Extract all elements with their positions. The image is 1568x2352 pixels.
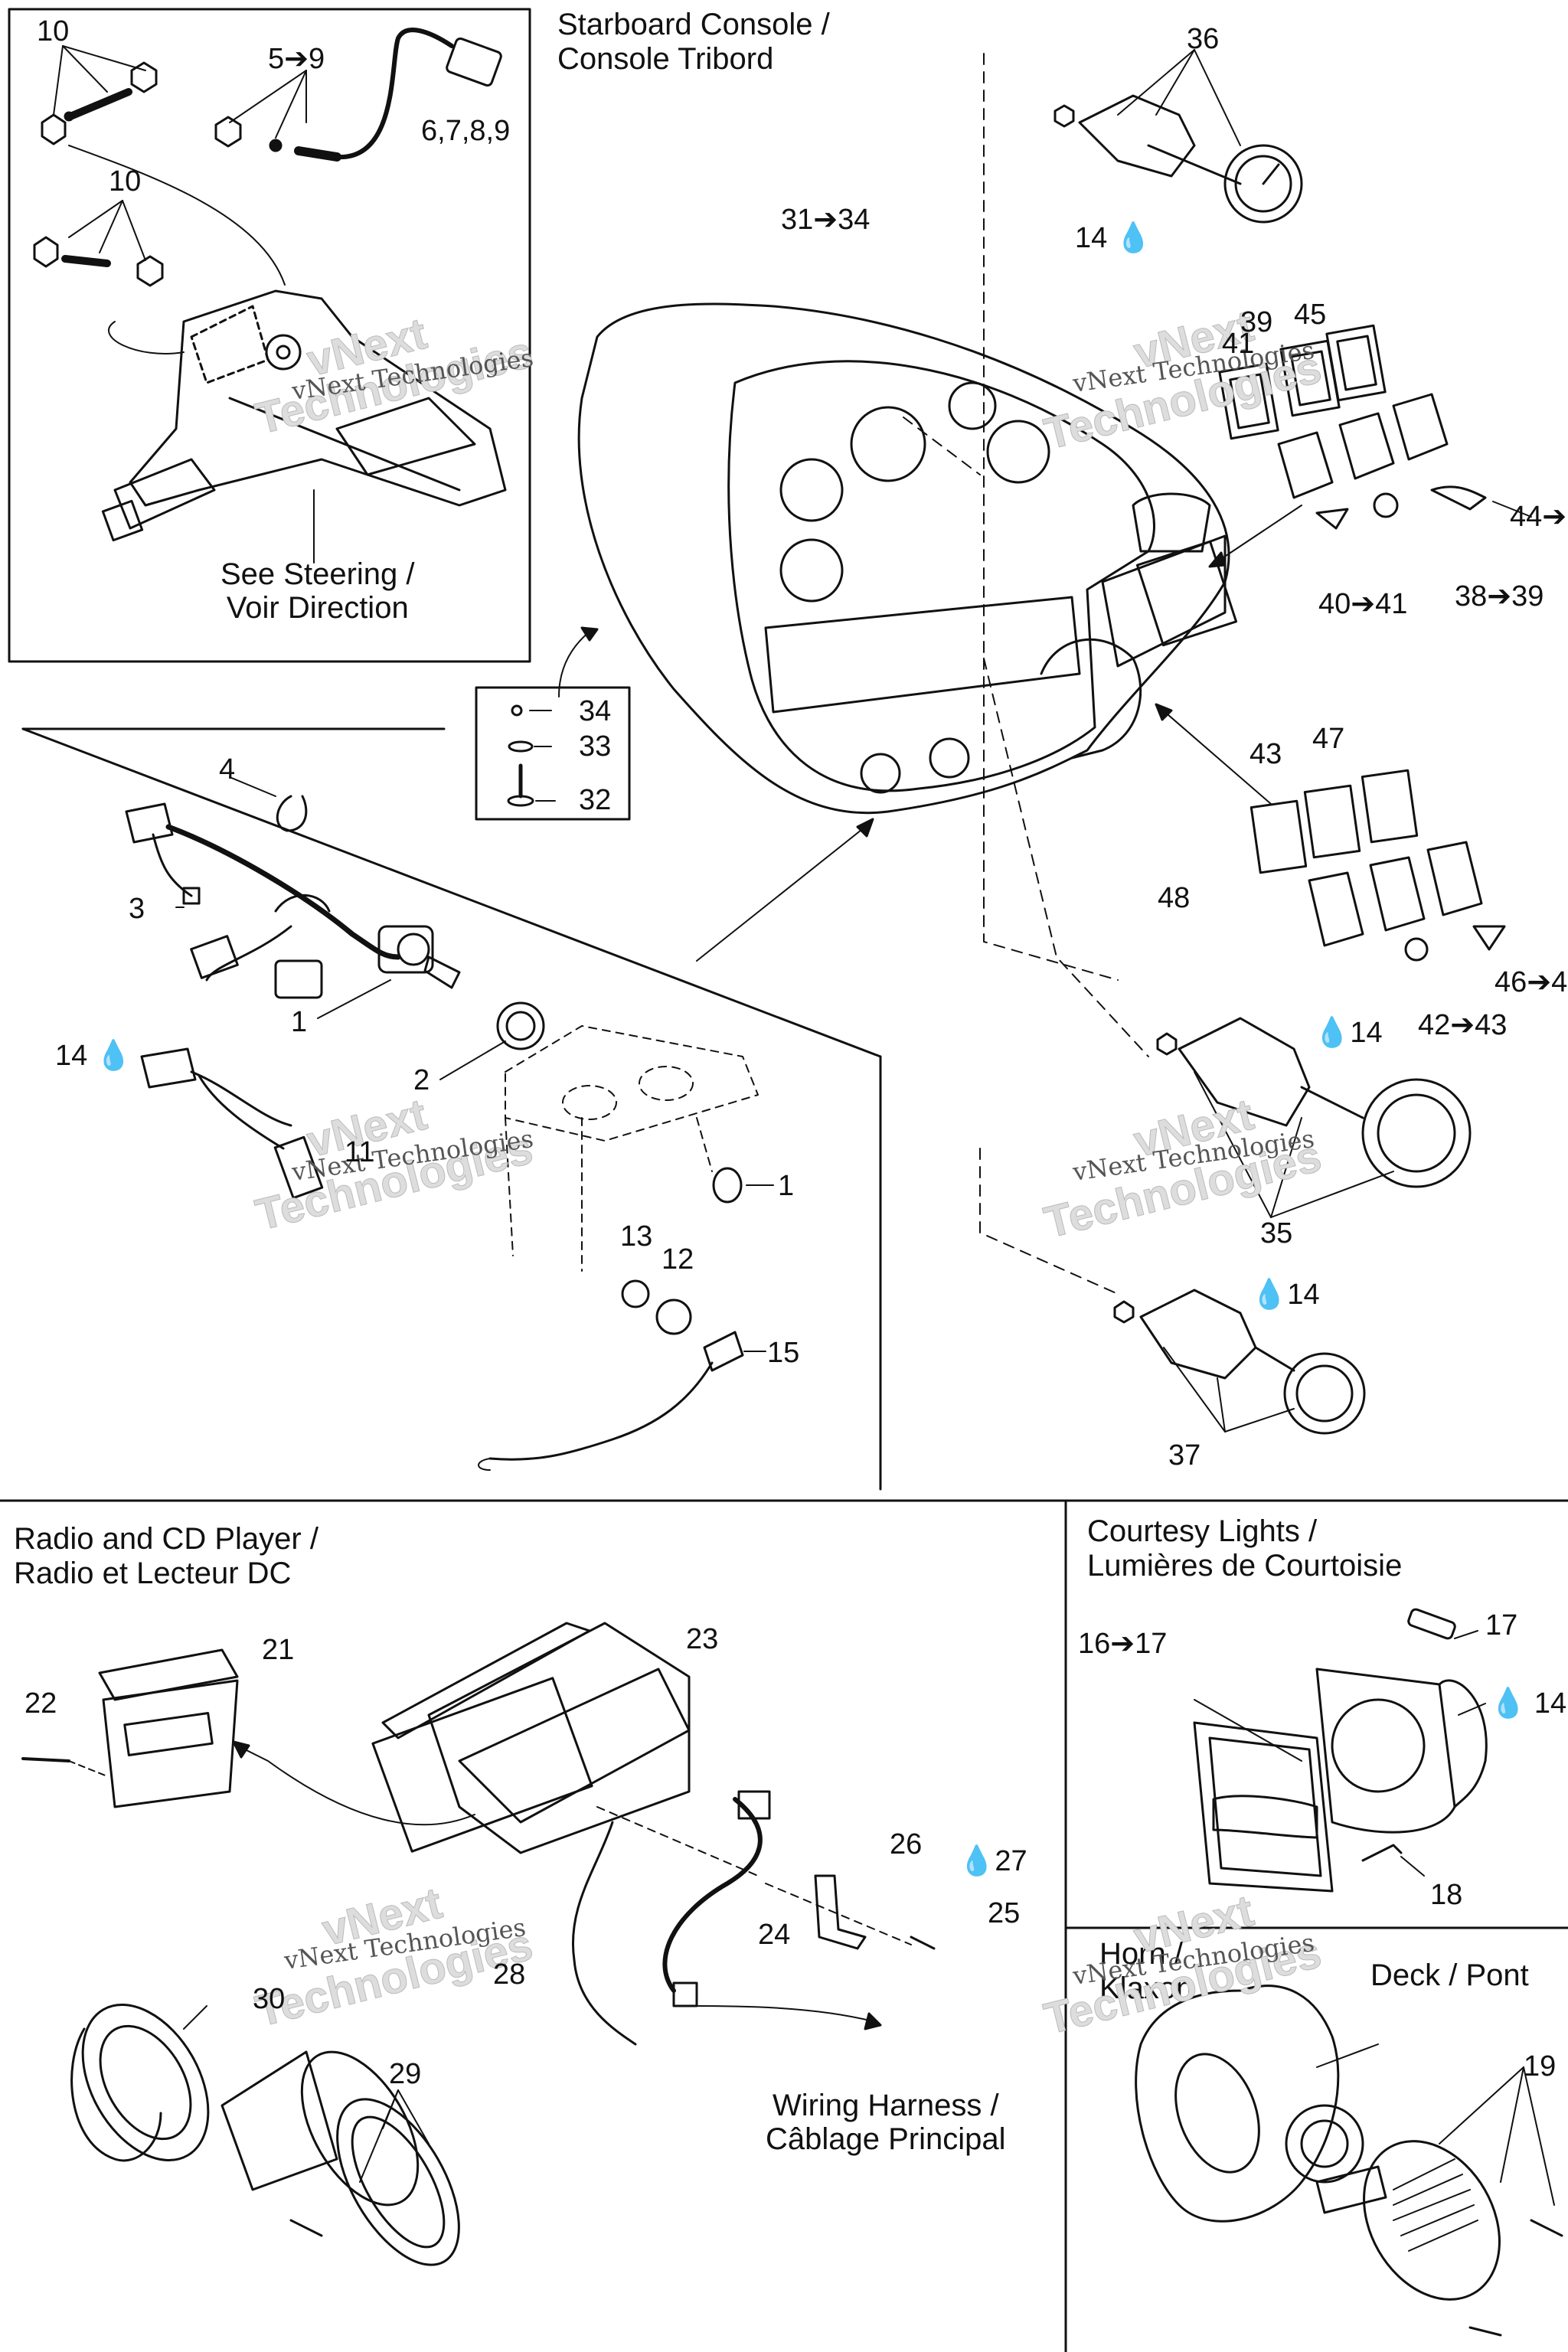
callout-34: 34 [579,695,612,727]
note-line: Voir Direction [226,591,409,625]
callout-32: 32 [579,784,612,816]
section-title-line: Console Tribord [557,41,774,76]
callout-14: 💧 14 [1490,1687,1567,1720]
wiring-harness-note: Wiring Harness / Câblage Principal [766,2089,1006,2156]
section-divider-lines [0,727,1568,2352]
callout-36: 36 [1187,23,1220,55]
section-title-radio-cd: Radio and CD Player / Radio et Lecteur D… [14,1522,318,1591]
callout-14: 14 💧 [55,1040,132,1072]
callout-4: 4 [219,753,236,786]
gauge-37-drawing [1113,1289,1366,1435]
callout-29: 29 [389,2058,422,2090]
callout-44: 44➔ [1510,501,1567,533]
callout-17: 17 [1485,1609,1518,1642]
oil-drop-icon: 💧 [959,1845,995,1877]
callout-31-34: 31➔34 [781,204,871,236]
callout-1: 1 [778,1170,795,1202]
radio-cd-drawing [21,1622,936,2266]
courtesy-light-drawing [1193,1608,1488,1893]
oil-drop-icon: 💧 [95,1040,132,1072]
callout-48: 48 [1158,882,1191,914]
console-shell-drawing [558,53,1238,1295]
callout-10: 10 [109,165,142,198]
callout-25: 25 [988,1897,1021,1929]
switch-panel-lower-drawing [1155,703,1506,962]
callout-6-7-8-9: 6,7,8,9 [421,115,511,147]
oil-drop-icon: 💧 [1314,1017,1351,1049]
callout-40-41: 40➔41 [1318,588,1408,620]
callout-12: 12 [662,1243,694,1276]
see-steering-note: See Steering / Voir Direction [220,557,415,625]
callout-33: 33 [579,730,612,763]
section-title-line: Klaxon [1099,1971,1194,2005]
callout-21: 21 [262,1634,295,1666]
note-line: Wiring Harness / [772,2089,999,2122]
callout-5-9: 5➔9 [268,43,325,75]
callout-26: 26 [890,1828,923,1860]
callout-45: 45 [1294,299,1327,331]
callout-10: 10 [37,15,70,47]
callout-24: 24 [758,1919,791,1951]
callout-15: 15 [767,1337,800,1369]
section-title-horn: Horn / Klaxon [1099,1937,1193,2006]
callout-14: 💧14 [1251,1279,1320,1311]
note-line: See Steering / [220,557,415,591]
callout-3: 3 [129,893,145,925]
callout-16-17: 16➔17 [1078,1628,1168,1660]
oil-drop-icon: 💧 [1490,1687,1527,1720]
deck-note: Deck / Pont [1370,1958,1529,1992]
steering-inset-frame [8,8,531,663]
gauge-36-drawing [1054,49,1303,224]
callout-39: 39 [1240,306,1273,338]
callout-46: 46➔4 [1494,966,1568,998]
callout-23: 23 [686,1623,719,1655]
oil-drop-icon: 💧 [1115,222,1152,254]
callout-37: 37 [1168,1439,1201,1472]
note-line: Câblage Principal [766,2122,1006,2156]
section-title-courtesy-lights: Courtesy Lights / Lumières de Courtoisie [1087,1514,1402,1583]
callout-22: 22 [24,1687,57,1720]
section-title-line: Courtesy Lights / [1087,1514,1318,1548]
callout-27: 💧27 [959,1845,1027,1877]
steering-assembly-drawing [33,28,507,564]
callout-1: 1 [291,1006,308,1038]
switch-panel-upper-drawing [1208,324,1532,568]
oil-drop-icon: 💧 [1251,1279,1288,1311]
ignition-harness-drawing [125,776,774,1471]
callout-19: 19 [1524,2050,1557,2082]
callout-35: 35 [1260,1217,1293,1250]
callout-47: 47 [1312,723,1345,755]
callout-42-43: 42➔43 [1418,1009,1508,1041]
callout-28: 28 [493,1958,526,1991]
section-title-line: Radio et Lecteur DC [14,1556,292,1590]
callout-43: 43 [1250,738,1282,770]
section-title-line: Starboard Console / [557,8,830,41]
section-title-starboard-console: Starboard Console / Console Tribord [557,8,830,77]
callout-14: 💧14 [1314,1017,1383,1049]
callout-30: 30 [253,1983,286,2015]
callout-41: 41 [1222,328,1255,360]
section-title-line: Radio and CD Player / [14,1522,318,1556]
callout-11: 11 [345,1136,375,1168]
gauge-35-drawing [1156,1017,1472,1218]
horn-drawing [1135,1984,1563,2337]
section-title-line: Lumières de Courtoisie [1087,1548,1403,1583]
callout-38-39: 38➔39 [1455,580,1544,612]
callout-13: 13 [620,1220,653,1253]
section-title-line: Horn / [1099,1937,1183,1971]
callout-18: 18 [1430,1879,1463,1911]
callout-2: 2 [413,1064,430,1096]
console-hardware-box [475,686,631,821]
callout-14: 14 💧 [1075,222,1152,254]
